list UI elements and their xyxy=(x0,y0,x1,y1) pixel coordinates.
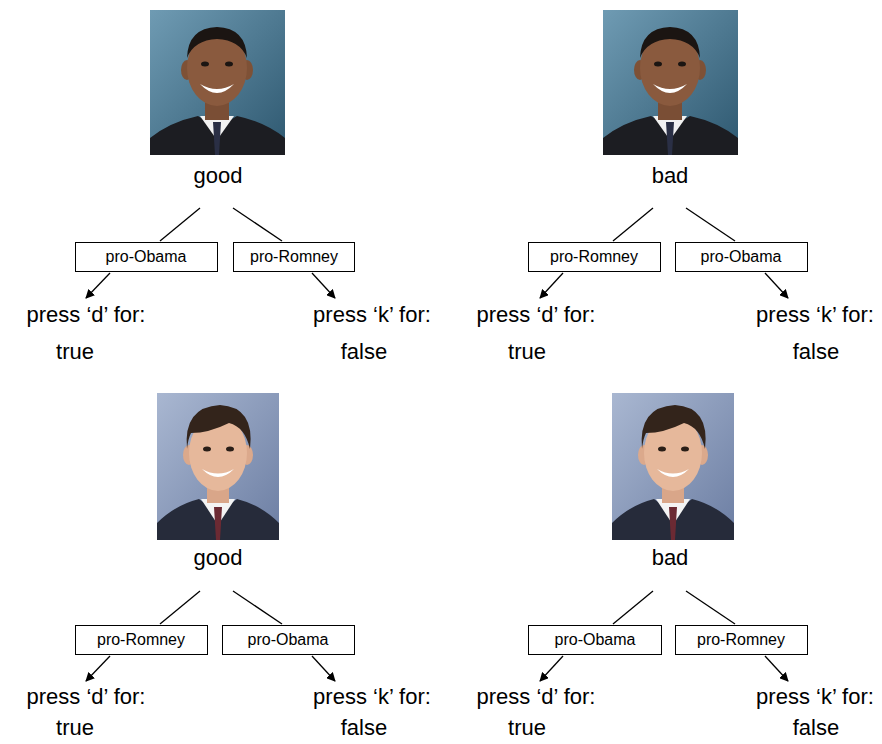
response-label: false xyxy=(341,716,387,740)
response-label: good xyxy=(194,546,243,570)
response-label: press ‘d’ for: xyxy=(26,685,145,709)
branch-lines xyxy=(160,208,735,624)
condition-box: pro-Romney xyxy=(675,625,808,655)
box-label: pro-Obama xyxy=(701,248,782,266)
response-label: false xyxy=(793,340,839,364)
portrait-photo xyxy=(612,393,734,540)
box-label: pro-Romney xyxy=(697,631,785,649)
condition-box: pro-Romney xyxy=(233,242,355,272)
response-label: press ‘d’ for: xyxy=(476,303,595,327)
response-label: true xyxy=(56,340,94,364)
portrait-photo xyxy=(603,10,738,155)
box-label: pro-Obama xyxy=(106,248,187,266)
box-label: pro-Romney xyxy=(97,631,185,649)
response-label: true xyxy=(508,340,546,364)
condition-box: pro-Obama xyxy=(675,242,808,272)
portrait-photo xyxy=(150,10,285,155)
response-arrows xyxy=(86,273,788,681)
portrait-photo xyxy=(157,393,279,540)
response-label: good xyxy=(194,164,243,188)
condition-box: pro-Obama xyxy=(528,625,662,655)
response-label: bad xyxy=(652,164,689,188)
response-label: press ‘k’ for: xyxy=(756,685,874,709)
response-label: press ‘k’ for: xyxy=(756,303,874,327)
response-label: true xyxy=(56,716,94,740)
response-label: false xyxy=(793,716,839,740)
response-label: true xyxy=(508,716,546,740)
response-label: false xyxy=(341,340,387,364)
response-label: press ‘k’ for: xyxy=(313,303,431,327)
response-label: press ‘d’ for: xyxy=(476,685,595,709)
box-label: pro-Obama xyxy=(248,631,329,649)
response-label: press ‘d’ for: xyxy=(26,303,145,327)
condition-box: pro-Romney xyxy=(528,242,661,272)
response-label: press ‘k’ for: xyxy=(313,685,431,709)
condition-box: pro-Romney xyxy=(75,625,208,655)
box-label: pro-Obama xyxy=(555,631,636,649)
box-label: pro-Romney xyxy=(250,248,338,266)
condition-box: pro-Obama xyxy=(75,242,218,272)
condition-box: pro-Obama xyxy=(222,625,355,655)
box-label: pro-Romney xyxy=(550,248,638,266)
response-label: bad xyxy=(652,546,689,570)
